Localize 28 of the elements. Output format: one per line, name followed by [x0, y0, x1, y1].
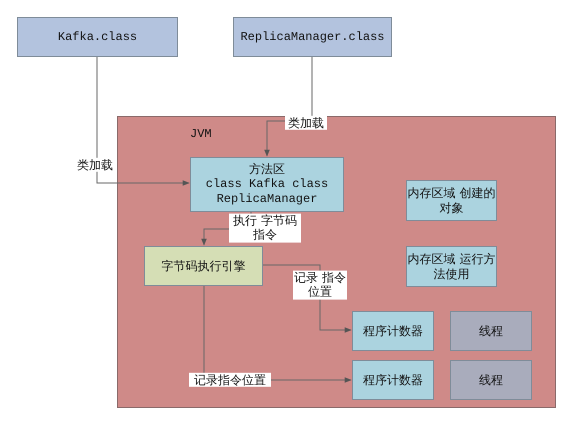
thread-box [450, 311, 532, 351]
engine-box [144, 246, 263, 286]
box-title: 程序计数器 [363, 372, 423, 388]
class-file-box [233, 17, 392, 57]
box-title: 内存区域 创建的对象 [407, 186, 496, 216]
box-title: ReplicaManager.class [240, 30, 385, 44]
box-title: 线程 [479, 372, 503, 388]
box-title: Kafka.class [58, 30, 138, 44]
box-title: 内存区域 运行方法使用 [407, 252, 496, 282]
edge-label: 记录指令位置 [189, 372, 271, 388]
memory-area-box [352, 360, 434, 400]
memory-area-box [406, 246, 497, 287]
memory-area-box [406, 180, 497, 221]
memory-area-box [190, 157, 344, 212]
box-body: class Kafka class ReplicaManager [204, 177, 330, 207]
box-title: 线程 [479, 324, 503, 338]
jvm-container [117, 116, 556, 408]
container-heading: JVM [190, 127, 212, 142]
box-title: 字节码执行引擎 [162, 258, 246, 274]
memory-area-box [352, 311, 434, 351]
box-title: 程序计数器 [363, 324, 423, 338]
edge-label: 执行 字节码指令 [229, 214, 301, 242]
edge-label: 类加载 [285, 116, 327, 130]
box-title: 方法区 [249, 162, 285, 177]
class-file-box [17, 17, 178, 57]
edge-label: 记录 指令位置 [293, 270, 347, 300]
arrow [96, 56, 190, 186]
thread-box [450, 360, 532, 400]
